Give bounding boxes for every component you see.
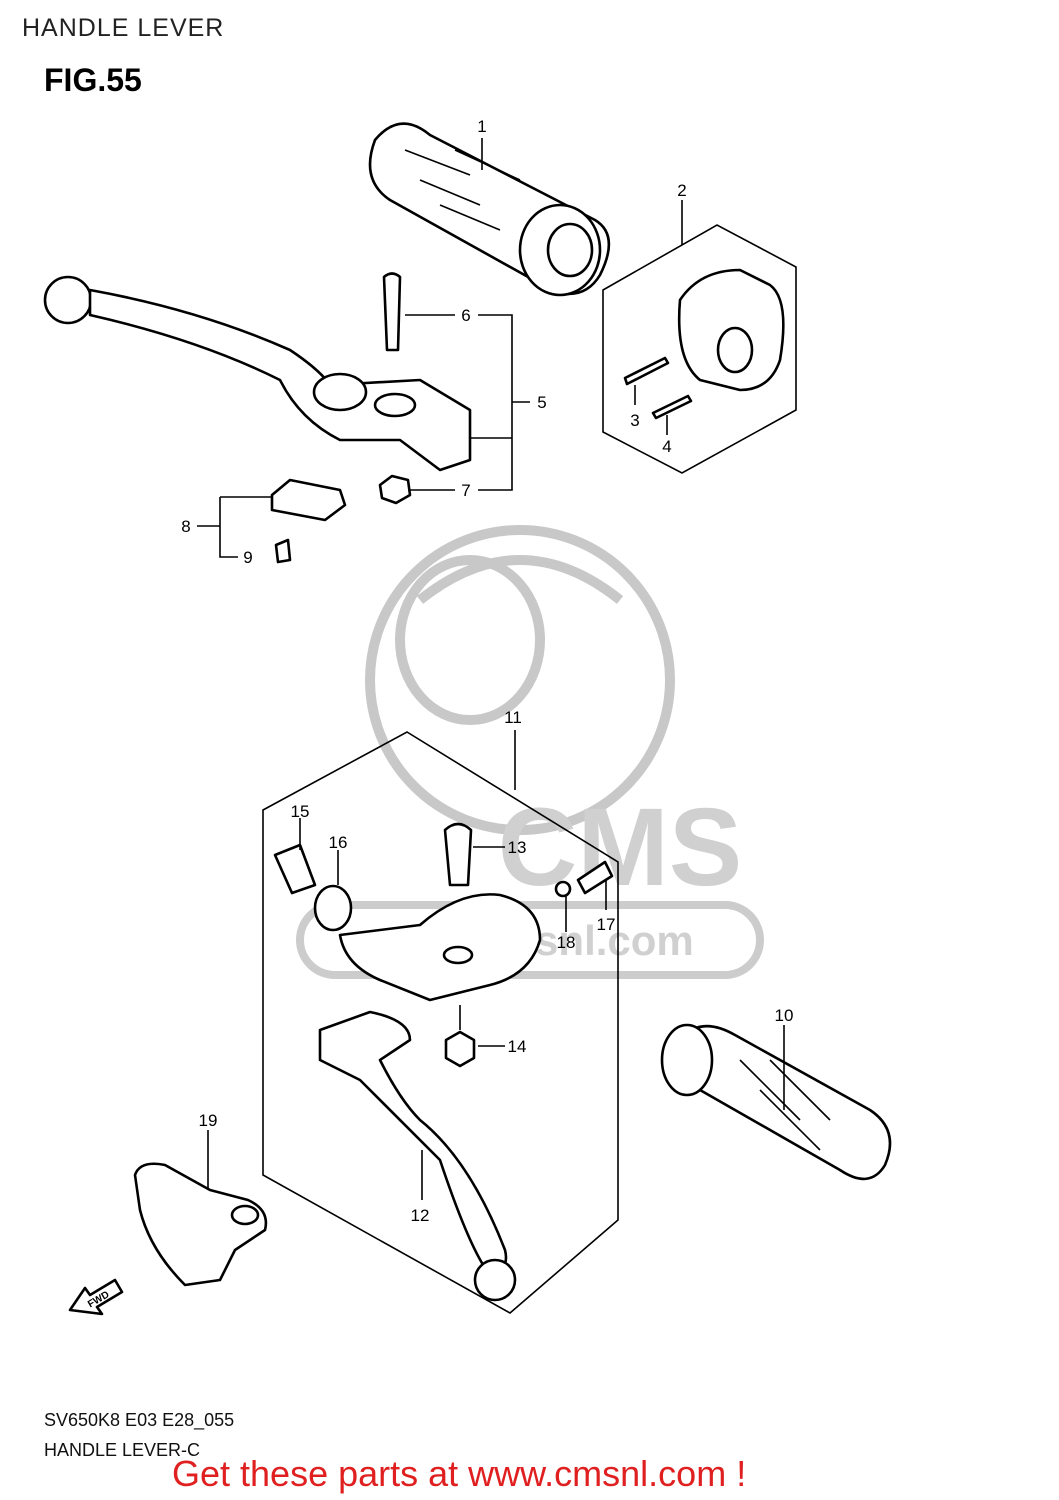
callout-12: 12 [411,1206,430,1225]
callout-19: 19 [199,1111,218,1130]
clutch-assembly-box [262,731,619,1314]
callout-10: 10 [775,1006,794,1025]
callout-4: 4 [662,437,671,456]
callout-1: 1 [477,117,486,136]
watermark-logo-text: CMS [498,786,742,909]
clutch-lever-part [318,1010,517,1302]
brake-switch-part [270,478,347,564]
callout-15: 15 [291,802,310,821]
forward-arrow-icon: FWD [68,1278,124,1316]
callout-14: 14 [508,1037,527,1056]
brake-lever-part [43,272,472,505]
callout-labels: 1 2 3 4 5 6 7 8 9 10 11 12 13 14 15 16 1… [181,117,793,1225]
callout-5: 5 [537,393,546,412]
watermark-logo: CMS www.cmsnl.com [296,525,764,979]
callout-9: 9 [243,548,252,567]
model-code: SV650K8 E03 E28_055 [44,1410,235,1430]
callout-2: 2 [677,181,686,200]
clutch-switch-part [133,1162,268,1287]
callout-8: 8 [181,517,190,536]
header-title: HANDLE LEVER [22,14,225,42]
diagram-subtitle: HANDLE LEVER-C [44,1440,201,1460]
callout-7: 7 [461,481,470,500]
callout-13: 13 [508,838,527,857]
callout-11: 11 [504,708,522,727]
callout-3: 3 [630,411,639,430]
throttle-grip-part [368,122,611,297]
switch-housing-part [602,224,797,474]
callout-6: 6 [461,306,470,325]
left-grip-part [660,1023,892,1181]
clutch-perch-part [273,822,614,1068]
leader-lines [197,138,785,1200]
callout-18: 18 [557,933,576,952]
cta-link[interactable]: Get these parts at www.cmsnl.com ! [172,1453,747,1494]
figure-label: FIG.55 [44,62,142,98]
callout-17: 17 [597,915,616,934]
callout-16: 16 [329,833,348,852]
